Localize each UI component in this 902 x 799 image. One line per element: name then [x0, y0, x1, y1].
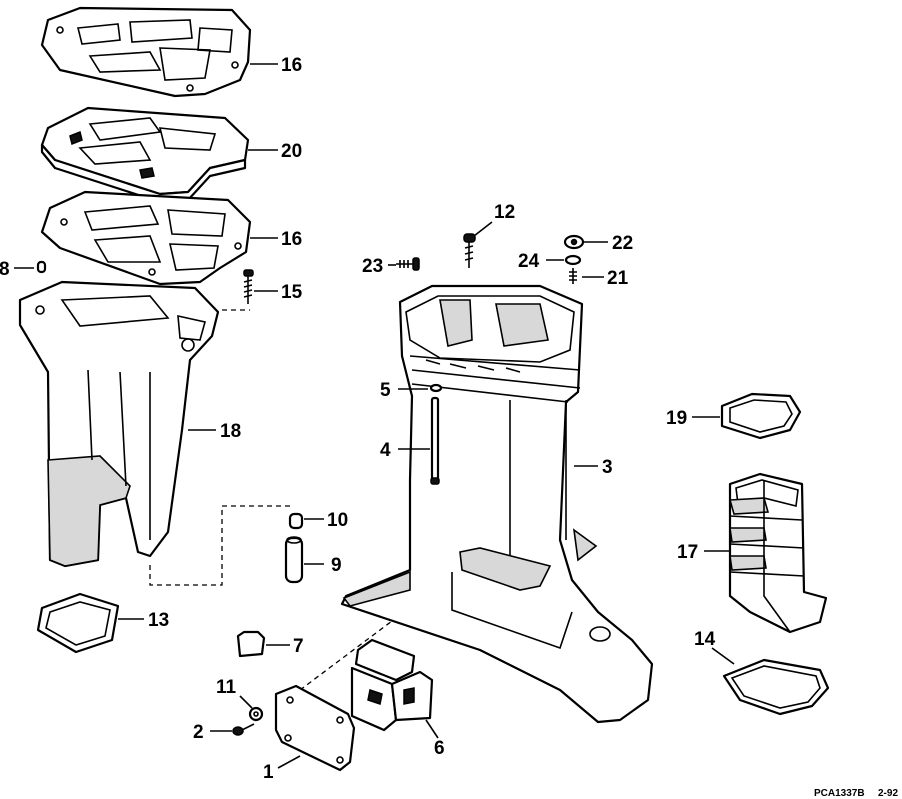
screw-23 — [396, 257, 420, 271]
stud-4 — [430, 396, 440, 485]
callout-8: 8 — [0, 259, 10, 280]
seal-19 — [720, 392, 802, 440]
leader-14 — [711, 647, 735, 665]
callout-18: 18 — [220, 421, 241, 442]
callout-16-top: 16 — [281, 55, 302, 76]
leader-6 — [425, 719, 439, 739]
callout-15: 15 — [281, 282, 303, 303]
callout-9: 9 — [331, 555, 342, 576]
washer-24 — [564, 254, 582, 266]
nut-22 — [563, 234, 585, 250]
callout-14: 14 — [694, 629, 716, 650]
callout-4: 4 — [380, 440, 391, 461]
callout-23: 23 — [362, 256, 383, 277]
exhaust-adapter-17 — [728, 472, 828, 634]
adapter-plate — [40, 106, 250, 204]
callout-24: 24 — [518, 251, 540, 272]
callout-11: 11 — [216, 677, 237, 698]
washer-5 — [429, 383, 443, 393]
callout-3: 3 — [602, 457, 613, 478]
callout-16-middle: 16 — [281, 229, 302, 250]
callout-6: 6 — [434, 738, 445, 759]
stud-21 — [569, 268, 577, 284]
cover-1 — [274, 684, 356, 772]
screw-15 — [243, 269, 254, 304]
driveshaft-housing — [340, 284, 654, 724]
tube-dashed-path — [149, 505, 290, 586]
callout-2: 2 — [193, 722, 204, 743]
gasket-top — [40, 6, 252, 98]
exhaust-housing — [18, 280, 220, 568]
callout-22: 22 — [612, 233, 633, 254]
callout-7: 7 — [293, 636, 304, 657]
date-code: 2-92 — [878, 788, 898, 799]
screw-12 — [463, 233, 476, 268]
callout-21: 21 — [607, 268, 629, 289]
callout-1: 1 — [263, 762, 274, 783]
callout-19: 19 — [666, 408, 687, 429]
leader-12 — [473, 221, 493, 237]
leader-11 — [239, 695, 253, 709]
washer-11 — [248, 706, 264, 722]
drawing-reference: PCA1337B — [814, 788, 865, 799]
seal-14 — [722, 658, 830, 716]
mount-6 — [350, 638, 434, 732]
tube-9 — [284, 536, 304, 584]
gasket-middle — [40, 190, 252, 286]
callout-20: 20 — [281, 141, 302, 162]
screw-2 — [232, 723, 255, 736]
callout-10: 10 — [327, 510, 348, 531]
dowel-pin — [36, 260, 47, 274]
cap-10 — [288, 512, 304, 530]
callout-17: 17 — [677, 542, 698, 563]
callout-13: 13 — [148, 610, 169, 631]
leader-1 — [277, 755, 301, 769]
grommet-7 — [236, 630, 266, 658]
seal-13 — [36, 592, 120, 654]
callout-12: 12 — [494, 202, 515, 223]
callout-5: 5 — [380, 380, 391, 401]
